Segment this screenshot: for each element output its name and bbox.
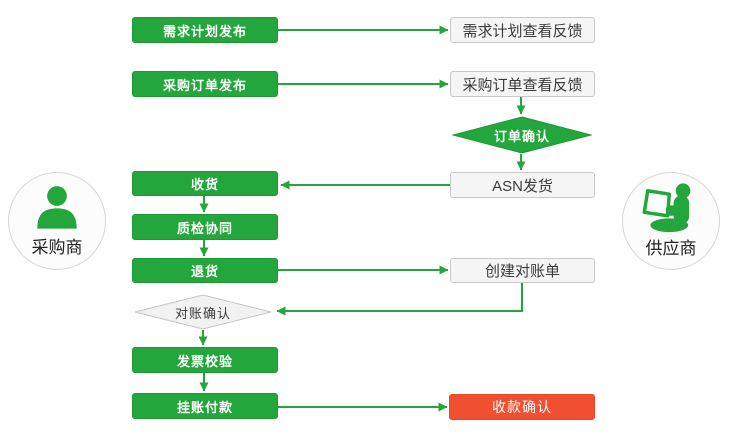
node-reconciliation-confirm: 对账确认 xyxy=(134,294,272,330)
node-order-confirm: 订单确认 xyxy=(452,116,592,154)
node-demand-plan-feedback: 需求计划查看反馈 xyxy=(450,17,595,43)
decision-diamond-shape xyxy=(452,116,592,154)
node-payment: 挂账付款 xyxy=(132,393,278,419)
supplier-label: 供应商 xyxy=(645,239,697,258)
order-confirm-label: 订单确认 xyxy=(493,128,550,144)
arrow-statement-to-recon-confirm xyxy=(276,283,523,316)
node-po-publish: 采购订单发布 xyxy=(132,71,278,97)
node-asn-shipment: ASN发货 xyxy=(450,172,595,198)
node-po-feedback: 采购订单查看反馈 xyxy=(450,71,595,97)
supplier-actor-circle: 供应商 xyxy=(622,172,720,270)
node-qc-collaboration: 质检协同 xyxy=(132,214,278,240)
buyer-actor-circle: 采购商 xyxy=(8,172,106,270)
node-demand-plan-publish: 需求计划发布 xyxy=(132,17,278,43)
person-icon xyxy=(37,186,77,229)
person-laptop-icon xyxy=(642,183,691,233)
node-receive-goods: 收货 xyxy=(132,171,278,196)
node-receipt-confirm: 收款确认 xyxy=(449,394,595,420)
node-invoice-check: 发票校验 xyxy=(132,347,278,373)
reconciliation-confirm-label: 对账确认 xyxy=(174,305,231,321)
node-return-goods: 退货 xyxy=(132,258,278,283)
decision-diamond-shape xyxy=(134,294,272,330)
node-create-statement: 创建对账单 xyxy=(450,258,595,283)
buyer-label: 采购商 xyxy=(31,238,83,257)
